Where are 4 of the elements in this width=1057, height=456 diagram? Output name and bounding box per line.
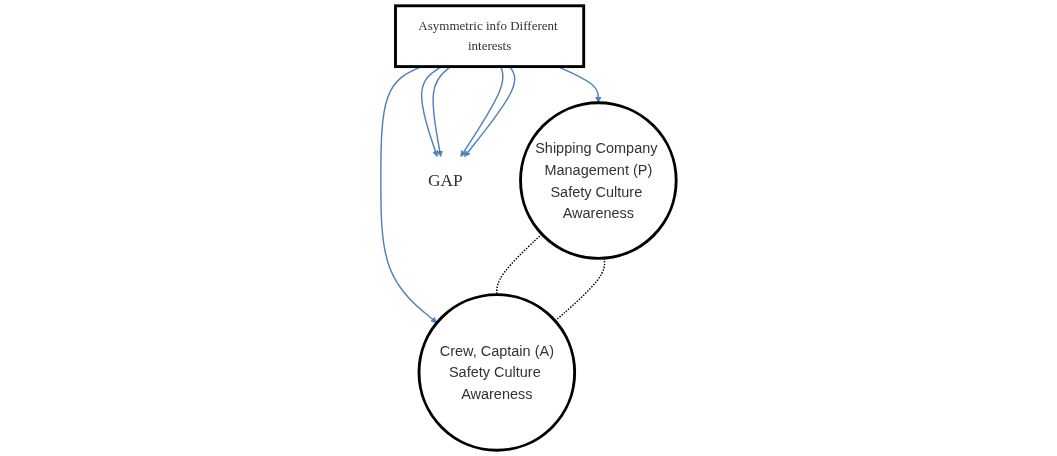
node-text: GAP — [427, 171, 463, 190]
node-circle: Shipping Company Management (P) Safety Culture Awareness — [519, 101, 678, 260]
node-box: Asymmetric info Different interests — [394, 4, 586, 69]
node-circle: Crew, Captain (A) Safety Culture Awareness — [417, 293, 577, 452]
